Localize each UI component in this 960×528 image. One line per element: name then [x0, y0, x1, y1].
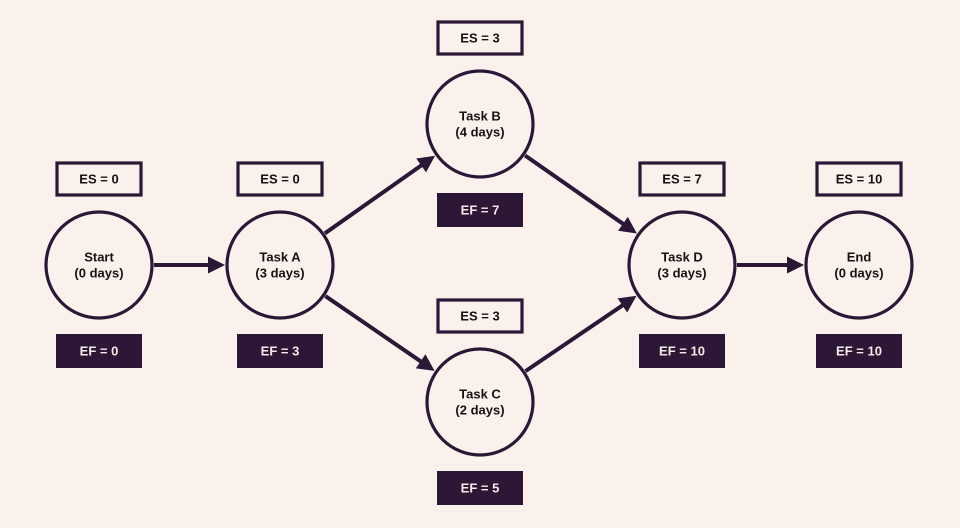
- es-box-task-c[interactable]: [436, 298, 524, 334]
- node-end[interactable]: End(0 days) ES = 10 EF = 10: [804, 161, 914, 368]
- es-box-task-d[interactable]: [638, 161, 726, 197]
- es-label-start: ES = 0: [79, 171, 118, 186]
- node-task-a[interactable]: Task A(3 days) ES = 0 EF = 3: [225, 161, 335, 368]
- ef-box-task-a[interactable]: [237, 334, 323, 368]
- node-circle-start[interactable]: [44, 210, 154, 320]
- node-circle-task-b[interactable]: [425, 69, 535, 179]
- es-box-task-b[interactable]: [436, 20, 524, 56]
- ef-label-end: EF = 10: [836, 343, 882, 358]
- es-box-start[interactable]: [55, 161, 143, 197]
- node-duration-task-a: (3 days): [255, 265, 304, 280]
- node-task-b[interactable]: Task B(4 days) ES = 3 EF = 7: [425, 20, 535, 227]
- node-duration-end: (0 days): [834, 265, 883, 280]
- arrow-head-icon: [415, 354, 435, 371]
- ef-label-start: EF = 0: [80, 343, 119, 358]
- node-task-d[interactable]: Task D(3 days) ES = 7 EF = 10: [627, 161, 737, 368]
- node-circle-task-a[interactable]: [225, 210, 335, 320]
- node-name-task-a: Task A: [259, 249, 301, 264]
- node-name-task-d: Task D: [661, 249, 703, 264]
- ef-label-task-d: EF = 10: [659, 343, 705, 358]
- node-duration-task-b: (4 days): [455, 124, 504, 139]
- ef-box-task-b[interactable]: [437, 193, 523, 227]
- edge-task-d-to-end: [737, 256, 804, 274]
- arrow-head-icon: [787, 256, 804, 274]
- ef-label-task-c: EF = 5: [461, 480, 500, 495]
- node-circle-end[interactable]: [804, 210, 914, 320]
- node-name-start: Start: [84, 249, 114, 264]
- arrow-head-icon: [618, 216, 637, 234]
- es-label-end: ES = 10: [836, 171, 883, 186]
- edge-task-a-to-task-c: [324, 294, 435, 371]
- node-circle-task-c[interactable]: [425, 347, 535, 457]
- node-name-end: End: [847, 249, 872, 264]
- ef-label-task-b: EF = 7: [461, 202, 500, 217]
- ef-box-task-c[interactable]: [437, 471, 523, 505]
- es-label-task-a: ES = 0: [260, 171, 299, 186]
- node-duration-start: (0 days): [74, 265, 123, 280]
- node-name-task-c: Task C: [459, 386, 501, 401]
- es-box-task-a[interactable]: [236, 161, 324, 197]
- node-start[interactable]: Start(0 days) ES = 0 EF = 0: [44, 161, 154, 368]
- edge-start-to-task-a: [154, 256, 225, 274]
- es-label-task-b: ES = 3: [460, 30, 499, 45]
- es-label-task-d: ES = 7: [662, 171, 701, 186]
- ef-box-start[interactable]: [56, 334, 142, 368]
- node-duration-task-c: (2 days): [455, 402, 504, 417]
- arrow-head-icon: [208, 256, 225, 274]
- node-circle-task-d[interactable]: [627, 210, 737, 320]
- edge-task-b-to-task-d: [523, 153, 637, 234]
- node-name-task-b: Task B: [459, 108, 501, 123]
- ef-box-task-d[interactable]: [639, 334, 725, 368]
- node-duration-task-d: (3 days): [657, 265, 706, 280]
- edges-layer: [154, 153, 804, 373]
- arrow-head-icon: [617, 295, 637, 313]
- arrow-head-icon: [416, 155, 436, 173]
- es-box-end[interactable]: [815, 161, 903, 197]
- ef-box-end[interactable]: [816, 334, 902, 368]
- es-label-task-c: ES = 3: [460, 308, 499, 323]
- edge-task-c-to-task-d: [524, 295, 637, 373]
- ef-label-task-a: EF = 3: [261, 343, 300, 358]
- edge-task-a-to-task-b: [323, 155, 436, 235]
- node-task-c[interactable]: Task C(2 days) ES = 3 EF = 5: [425, 298, 535, 505]
